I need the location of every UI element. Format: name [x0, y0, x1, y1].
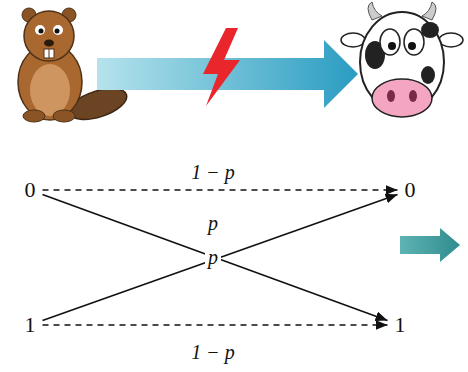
cow-nostril — [409, 90, 417, 102]
bit-value: 1 — [25, 313, 36, 337]
probability-label: p — [205, 246, 221, 268]
cow-eye — [380, 29, 400, 55]
beaver-body — [18, 44, 82, 120]
next-arrow — [400, 228, 460, 262]
probability-label: p — [205, 212, 221, 234]
dashed-arrow — [43, 189, 398, 191]
beaver-belly — [30, 64, 70, 116]
probability-label: 1 − p — [188, 161, 238, 183]
noise-lightning — [203, 28, 240, 106]
dashed-arrow — [43, 324, 388, 326]
cow-horn — [422, 2, 436, 20]
bit-value: 0 — [25, 178, 36, 202]
beaver-nose — [44, 40, 54, 47]
symbol-node: 0 — [402, 177, 419, 203]
beaver-head — [24, 11, 74, 61]
beaver-eye — [35, 25, 45, 35]
transition-arrow — [43, 194, 398, 320]
beaver-foot — [23, 110, 45, 122]
symbol-node: 0 — [22, 177, 39, 203]
beaver-teeth — [44, 49, 54, 58]
beaver-eye — [53, 25, 63, 35]
cow-eye — [404, 29, 424, 55]
symbol-node: 1 — [22, 312, 39, 338]
probability-label: 1 − p — [188, 341, 238, 363]
cow-figure — [341, 2, 463, 117]
cow-muzzle — [372, 79, 432, 117]
beaver-pupil — [55, 29, 60, 34]
cow-pupil — [408, 42, 416, 50]
symbol-node: 1 — [392, 312, 409, 338]
beaver-teeth-gap — [49, 49, 50, 58]
beaver-foot — [53, 110, 75, 122]
cow-horn — [368, 2, 382, 20]
cow-spot — [421, 66, 435, 84]
beaver-pupil — [39, 29, 44, 34]
cow-pupil — [388, 42, 396, 50]
bit-value: 1 — [395, 313, 406, 337]
bit-value: 0 — [405, 178, 416, 202]
cow-nostril — [387, 90, 395, 102]
cow-spot — [421, 22, 439, 38]
